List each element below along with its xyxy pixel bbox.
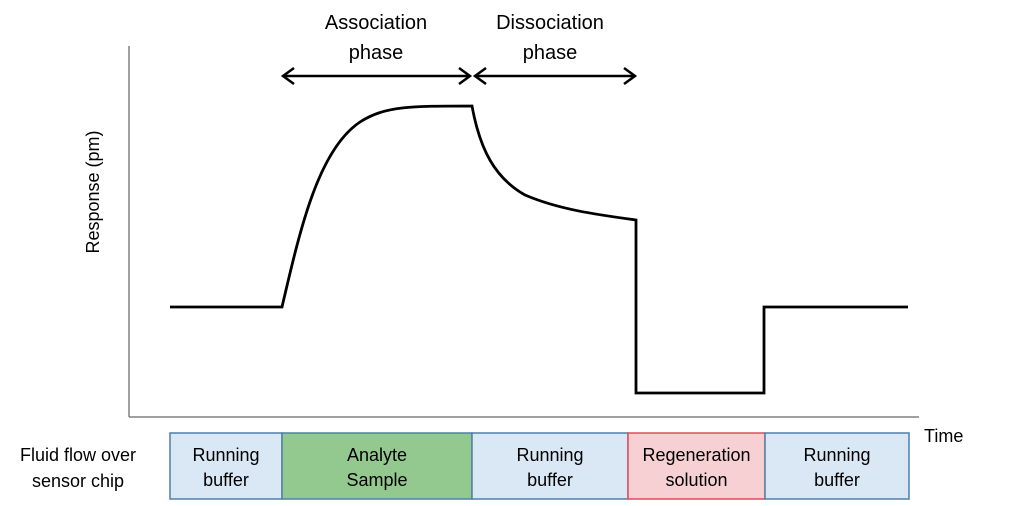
x-axis-label: Time [924,426,963,446]
dissociation-phase-arrow [472,66,638,86]
running-buffer-1-label: Running [192,445,259,465]
running-buffer-2-box [471,432,629,500]
fluid-flow-label: Fluid flow over [20,445,136,465]
fluid-flow-label-line2: sensor chip [32,471,124,491]
running-buffer-1-label-line2: buffer [203,470,249,490]
running-buffer-3-label: Running [803,445,870,465]
analyte-sample-label: Analyte [347,445,407,465]
association-phase-label-line2: phase [349,42,404,64]
running-buffer-3-box [764,432,910,500]
analyte-sample-box [281,432,473,500]
dissociation-phase-label: Dissociation [496,12,604,34]
running-buffer-1-box [169,432,283,500]
dissociation-phase-label-line2: phase [523,42,578,64]
association-phase-label: Association [325,12,427,34]
running-buffer-2-label-line2: buffer [527,470,573,490]
y-axis-label: Response (pm) [83,130,103,253]
regeneration-solution-label-line2: solution [665,470,727,490]
running-buffer-2-label: Running [516,445,583,465]
regeneration-solution-label: Regeneration [642,445,750,465]
running-buffer-3-label-line2: buffer [814,470,860,490]
regeneration-solution-box [627,432,766,500]
response-curve [170,104,908,395]
analyte-sample-label-line2: Sample [346,470,407,490]
association-phase-arrow [280,66,473,86]
